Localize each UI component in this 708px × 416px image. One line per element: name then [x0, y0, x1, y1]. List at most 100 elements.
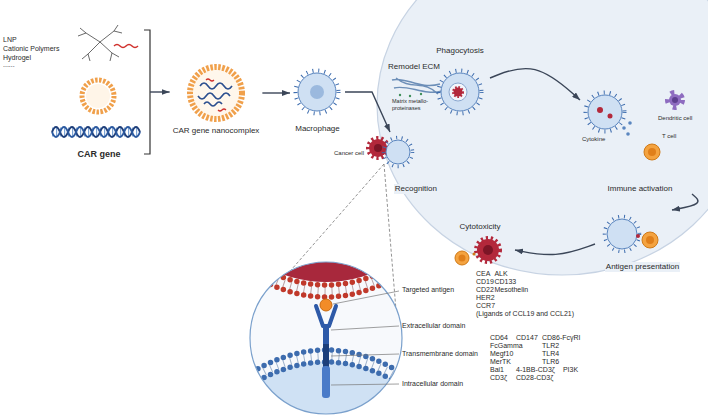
illustration-part	[86, 84, 110, 108]
mmp-dots	[399, 93, 422, 97]
illustration-part	[298, 73, 336, 111]
node-label: Recognition	[394, 184, 438, 194]
cationic-polymer	[78, 25, 122, 61]
t-cell	[644, 144, 660, 160]
annotation-label: CD19	[476, 278, 494, 286]
annotation-label: TLR2	[542, 342, 559, 350]
annotation-label: (Ligands of CCL19 and CCL21)	[476, 310, 574, 318]
illustration-part	[409, 95, 411, 97]
annotation-label: MerTK	[490, 358, 511, 366]
illustration-part	[449, 83, 467, 101]
illustration-part	[331, 354, 399, 356]
zoom-view	[240, 240, 412, 416]
illustration-part	[455, 251, 469, 265]
flow-arrow	[262, 92, 290, 93]
bracket	[144, 30, 150, 154]
annotation-label: Cancer cell	[334, 150, 364, 157]
cell-node: Macrophage	[290, 65, 345, 134]
cytokine-dots	[622, 121, 632, 136]
illustration-part	[392, 78, 442, 94]
illustration-part	[374, 144, 382, 152]
illustration-part	[608, 114, 613, 119]
annotation-label: CD22	[476, 286, 494, 294]
macrophage-cell	[586, 93, 625, 132]
annotation-label: TLR4	[542, 350, 559, 358]
illustration-part	[384, 138, 413, 167]
annotation-label: Dendritic cell	[658, 115, 692, 122]
annotation-label: Extracellular domain	[402, 322, 465, 330]
illustration-part	[240, 255, 412, 285]
t-cell	[455, 251, 469, 265]
node-label: Macrophage	[294, 124, 340, 134]
illustration-part	[322, 366, 330, 398]
annotation-label: PI3K	[563, 366, 578, 374]
illustration-part	[626, 132, 630, 136]
ecm-fibers	[392, 78, 442, 94]
flow-arrow	[672, 194, 698, 210]
annotation-label: CD28-CD3ζ	[516, 374, 553, 382]
illustration-part	[483, 245, 493, 255]
node-label: Immune activation	[607, 184, 674, 194]
macrophage-cell	[439, 71, 482, 114]
dna-helix	[52, 127, 140, 137]
annotation-label: CD64	[490, 334, 508, 342]
illustration-part	[642, 232, 658, 248]
annotation-label: Remodel ECM	[388, 62, 440, 71]
illustration-part	[369, 139, 387, 157]
target-antigen	[320, 299, 332, 311]
cell-node: Antigen presentation	[595, 210, 690, 272]
illustration-part	[296, 71, 339, 114]
cell-node: Recognition	[368, 132, 440, 194]
car-receptor	[316, 306, 336, 398]
annotation-label: TLR6	[542, 358, 559, 366]
annotation-label: HER2	[476, 294, 495, 302]
process-circle	[377, 0, 708, 275]
illustration-part	[78, 25, 122, 61]
illustration-part	[605, 217, 640, 252]
annotation-label: Mesothelin	[494, 286, 528, 294]
illustration-part	[331, 326, 399, 330]
dendritic-cell	[669, 94, 681, 106]
illustration-part	[477, 239, 499, 261]
cell-node: CAR gene nanocomplex	[170, 62, 263, 136]
node-label: CAR gene nanocomplex	[172, 126, 261, 136]
granule	[473, 253, 476, 256]
annotation-label: Megf10	[490, 350, 513, 358]
annotation-label: CD86-FcγRI	[542, 334, 581, 342]
annotation-label: CEA	[476, 270, 490, 278]
annotation-label: CD133	[494, 278, 516, 286]
node-label: Cytotoxicity	[459, 222, 502, 232]
illustration-part	[386, 140, 410, 164]
lipid-nanoparticle	[82, 80, 114, 112]
cancer-cell	[369, 139, 387, 157]
annotation-label: LNP	[3, 36, 17, 44]
illustration-part	[644, 144, 660, 160]
illustration-part	[441, 73, 479, 111]
illustration-part	[331, 384, 399, 385]
illustration-part	[607, 219, 637, 249]
flow-arrow	[345, 92, 390, 132]
t-cell	[642, 232, 658, 248]
illustration-part	[420, 93, 422, 95]
annotation-label: CD3ζ	[490, 374, 507, 382]
annotation-label: Cationic Polymers	[3, 45, 59, 53]
illustration-part	[439, 71, 482, 114]
illustration-part	[672, 97, 678, 103]
illustration-part	[628, 121, 632, 125]
flow-arrow	[150, 91, 170, 92]
annotation-label: Targeted antigen	[402, 286, 454, 294]
illustration-part	[82, 80, 114, 112]
illustration-part	[310, 85, 324, 99]
annotation-label: 4-1BB-CD3ζ	[516, 366, 555, 374]
annotation-label: FcGamma	[490, 342, 523, 350]
node-label: Antigen presentation	[605, 262, 680, 272]
annotation-label: CCR7	[476, 302, 495, 310]
annotation-label: Hydrogel	[3, 54, 31, 62]
illustration-part	[622, 126, 626, 130]
antigen-dot	[636, 234, 640, 238]
annotation-label: ......	[3, 61, 15, 69]
illustration-part	[198, 83, 232, 106]
